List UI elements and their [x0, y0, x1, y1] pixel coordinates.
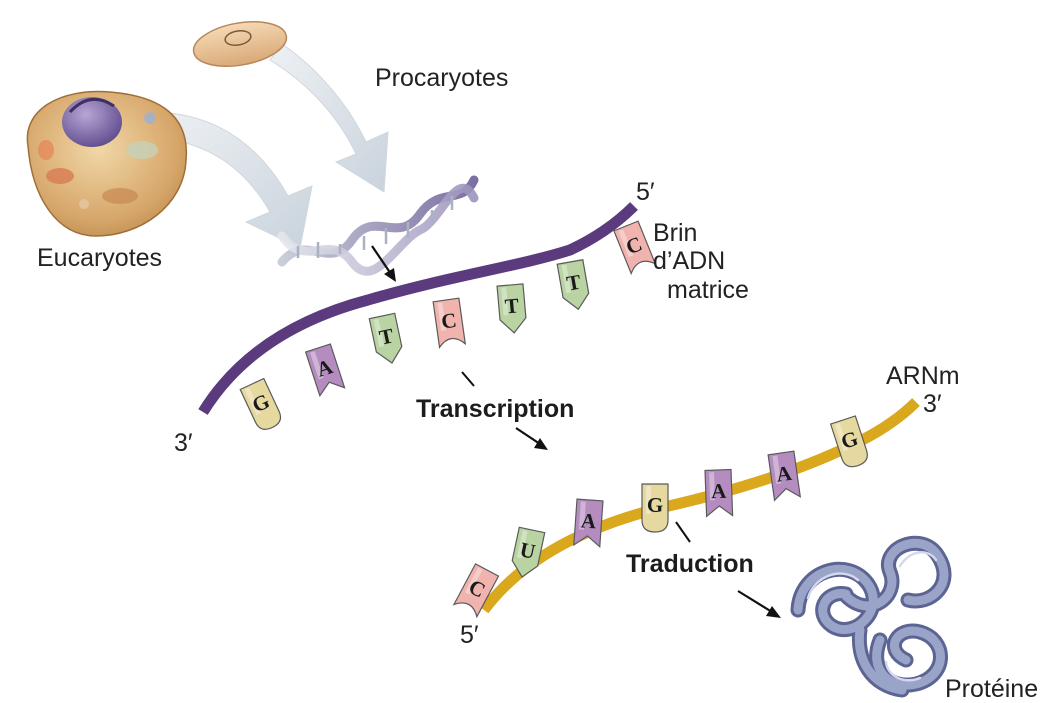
dna-base-C-7: C [614, 221, 655, 273]
mrna-label: ARNm [886, 362, 960, 390]
traduction-label: Traduction [626, 550, 754, 578]
dna-five-prime-label: 5′ [636, 178, 655, 206]
mrna-base-G-7: G [831, 416, 871, 470]
dna-base-T-5: T [497, 284, 527, 334]
dna-base-letter: T [504, 293, 520, 318]
dna-strand-label-line1: Brin [653, 219, 697, 247]
mrna-base-A-6: A [768, 451, 800, 500]
mrna-traduction-connector [676, 522, 690, 542]
dna-base-C-4: C [433, 298, 465, 347]
procaryotes-label: Procaryotes [375, 64, 508, 92]
mrna-base-A-5: A [705, 470, 733, 517]
traduction-arrow [738, 591, 781, 618]
dna-base-A-2: A [306, 344, 345, 396]
eucaryote-cell-illustration [27, 92, 186, 236]
mrna-base-A-3: A [574, 499, 603, 547]
dna-strand-label-line3: matrice [667, 276, 749, 304]
proteine-label: Protéine [945, 675, 1038, 703]
transcription-label: Transcription [416, 395, 574, 423]
dna-three-prime-label: 3′ [174, 429, 193, 457]
dna-template-strand [203, 206, 634, 412]
mrna-five-prime-label: 5′ [460, 621, 479, 649]
mrna-base-letter: A [580, 508, 598, 533]
dna-strand-label-line2: d’ADN [653, 247, 725, 275]
mrna-base-letter: A [711, 479, 728, 504]
dna-transcription-connector [462, 372, 474, 386]
eucaryotes-label: Eucaryotes [37, 244, 162, 272]
mrna-base-letter: G [647, 493, 663, 517]
protein-illustration [798, 543, 944, 690]
dna-base-G-1: G [240, 379, 284, 433]
dna-base-T-3: T [369, 313, 404, 365]
dna-base-T-6: T [557, 260, 591, 312]
procaryote-cell-illustration [190, 15, 290, 73]
procaryote-to-dna-arrow [270, 44, 388, 192]
mrna-three-prime-label: 3′ [923, 390, 942, 418]
transcription-arrow [516, 428, 548, 450]
mrna-base-G-4: G [642, 484, 668, 532]
